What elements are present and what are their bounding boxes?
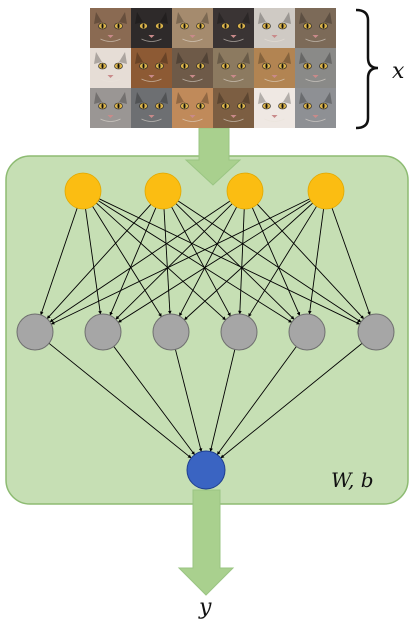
edge-input-hidden bbox=[308, 208, 325, 315]
cat-face-tile bbox=[295, 48, 336, 88]
edge-input-hidden bbox=[177, 200, 362, 323]
edge-input-hidden bbox=[248, 206, 317, 317]
edge-input-hidden bbox=[117, 200, 312, 323]
edge-input-hidden bbox=[49, 200, 231, 323]
edge-input-hidden bbox=[99, 198, 361, 325]
edge-hidden-output bbox=[220, 342, 363, 459]
hidden-node bbox=[357, 313, 395, 351]
input-arrow bbox=[184, 127, 242, 186]
edge-hidden-output bbox=[48, 342, 192, 459]
cat-face-tile bbox=[254, 48, 295, 88]
edge-input-hidden bbox=[46, 204, 152, 319]
edge-input-hidden bbox=[184, 202, 313, 321]
params-label: W, b bbox=[331, 468, 374, 492]
network-nodes bbox=[16, 172, 395, 490]
cat-face-tile bbox=[295, 8, 336, 48]
input-image-cat-grid bbox=[90, 8, 336, 128]
edge-hidden-output bbox=[174, 349, 203, 452]
cat-face-tile bbox=[254, 88, 295, 128]
input-brace bbox=[355, 8, 379, 130]
edge-input-hidden bbox=[251, 207, 301, 316]
cat-face-tile bbox=[172, 88, 213, 128]
input-node bbox=[307, 172, 345, 210]
edge-input-hidden bbox=[115, 203, 233, 320]
edge-input-hidden bbox=[238, 208, 245, 315]
cat-face-tile bbox=[90, 88, 131, 128]
cat-face-tile bbox=[90, 48, 131, 88]
hidden-node bbox=[288, 313, 326, 351]
output-node bbox=[186, 450, 226, 490]
edge-input-hidden bbox=[97, 200, 293, 323]
cat-face-tile bbox=[213, 8, 254, 48]
cat-face-tile bbox=[90, 8, 131, 48]
cat-face-tile bbox=[213, 88, 254, 128]
edge-input-hidden bbox=[50, 198, 310, 325]
edge-input-hidden bbox=[331, 207, 371, 316]
edge-input-hidden bbox=[171, 206, 231, 317]
edge-hidden-output bbox=[216, 346, 297, 455]
input-label-x: x bbox=[392, 59, 405, 84]
hidden-node bbox=[84, 313, 122, 351]
network-edges bbox=[40, 198, 371, 459]
edge-input-hidden bbox=[40, 207, 78, 316]
edge-input-hidden bbox=[92, 206, 162, 318]
edge-input-hidden bbox=[109, 207, 157, 316]
edge-input-hidden bbox=[163, 208, 172, 315]
cat-face-tile bbox=[172, 8, 213, 48]
cat-face-tile bbox=[254, 8, 295, 48]
edge-input-hidden bbox=[178, 206, 238, 317]
cat-face-tile bbox=[131, 88, 172, 128]
edge-hidden-output bbox=[209, 349, 236, 452]
edge-input-hidden bbox=[96, 202, 226, 321]
input-node bbox=[64, 172, 102, 210]
cat-face-tile bbox=[295, 88, 336, 128]
edge-input-hidden bbox=[175, 203, 295, 320]
cat-face-tile bbox=[131, 48, 172, 88]
hidden-node bbox=[152, 313, 190, 351]
hidden-node bbox=[220, 313, 258, 351]
hidden-node bbox=[16, 313, 54, 351]
cat-face-tile bbox=[172, 48, 213, 88]
edge-hidden-output bbox=[113, 346, 195, 456]
edge-input-hidden bbox=[85, 208, 102, 315]
cat-face-tile bbox=[213, 48, 254, 88]
output-arrow bbox=[177, 489, 235, 596]
output-label-y: y bbox=[198, 595, 212, 620]
input-node bbox=[144, 172, 182, 210]
cat-face-tile bbox=[131, 8, 172, 48]
input-node bbox=[226, 172, 264, 210]
